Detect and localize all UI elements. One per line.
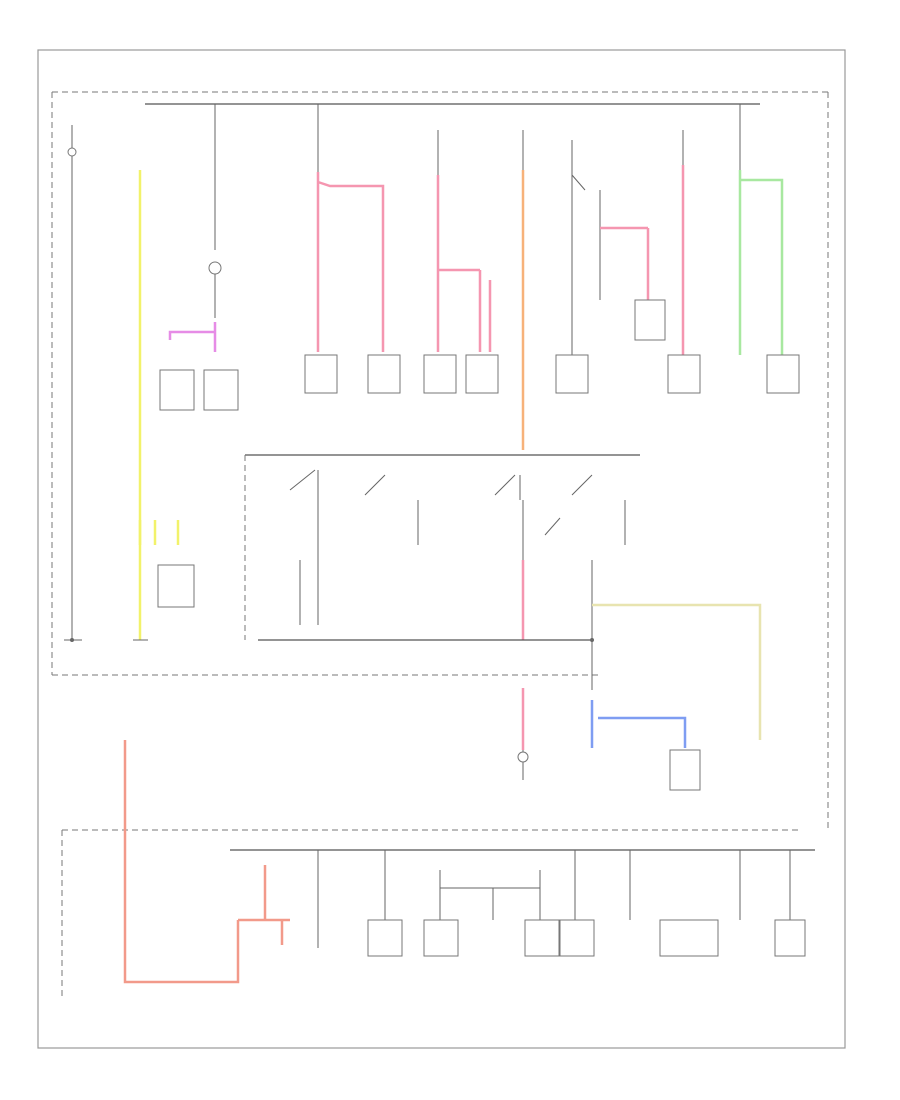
lower-modules: [367, 919, 806, 957]
module-g5: [659, 919, 719, 957]
lower-bus: [230, 849, 815, 948]
module-c1: [555, 354, 589, 394]
module-right-block: [590, 560, 762, 740]
relay-bank-top: [555, 140, 666, 394]
connector-box-yellow: [157, 564, 195, 608]
module-a2: [367, 354, 401, 394]
ignition-switch-area: [244, 454, 640, 641]
module-d1: [667, 354, 701, 394]
yellow-circuit: [133, 170, 195, 641]
lamp-right: [203, 369, 239, 411]
lower-frame: [61, 829, 800, 1000]
module-g4: [559, 919, 595, 957]
pink-circuit-a: [304, 104, 401, 394]
module-b1: [423, 354, 457, 394]
module-f1: [669, 749, 701, 791]
battery-feed: [64, 125, 82, 642]
fuse-block-outline-top: [51, 91, 829, 832]
module-e1: [766, 354, 800, 394]
module-g2: [423, 919, 459, 957]
module-g1: [367, 919, 403, 957]
pink-circuit-c: [667, 130, 701, 394]
module-g6: [774, 919, 806, 957]
lamp-left: [159, 369, 195, 411]
page-frame: [37, 49, 846, 1049]
module-b2: [465, 354, 499, 394]
pink-circuit-b: [423, 130, 499, 394]
fuse-relay-column: [159, 104, 239, 411]
lower-mid-circuits: [517, 688, 701, 791]
module-a1: [304, 354, 338, 394]
red-circuit: [123, 740, 290, 984]
module-c2: [634, 299, 666, 341]
green-circuit: [738, 104, 800, 394]
module-g3: [524, 919, 560, 957]
